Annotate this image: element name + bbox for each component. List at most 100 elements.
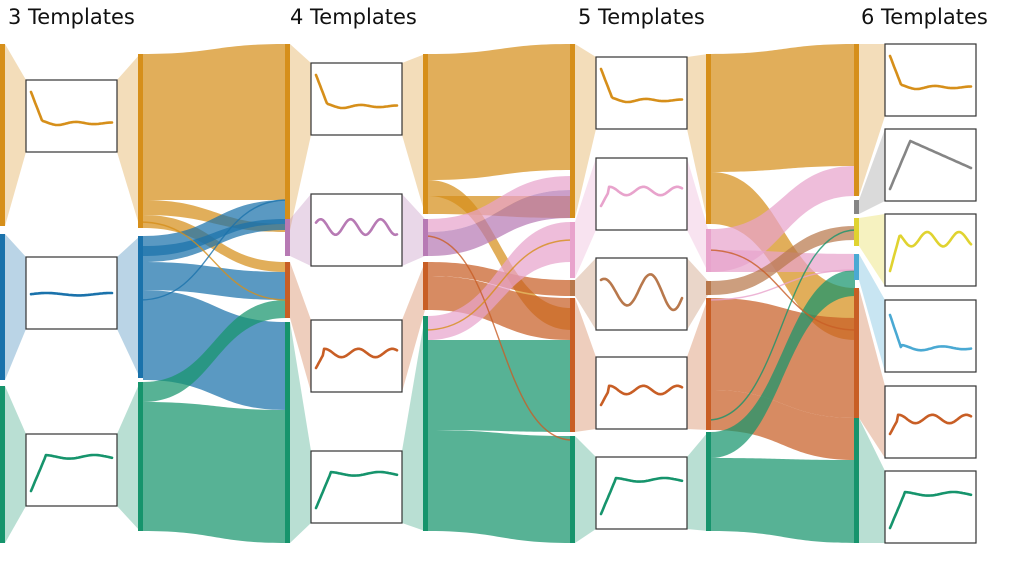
flow-link-2-23 (711, 226, 855, 295)
node-bar-left-2-brown (706, 281, 711, 295)
taper-in-0-blue (5, 234, 26, 380)
template-curve-gold (599, 67, 684, 104)
template-thumbnail-2-green (595, 456, 688, 530)
node-bar-3-green (854, 418, 859, 543)
template-nodes (0, 44, 859, 543)
flow-thread-2 (424, 235, 573, 441)
template-curve-blue (29, 291, 114, 297)
thumbnail-frame (595, 356, 688, 430)
taper-out-2-gold (687, 54, 708, 224)
taper-out-1-purple (402, 194, 425, 266)
flow-link-0-7 (143, 300, 286, 402)
node-bar-1-purple (285, 219, 290, 256)
template-thumbnail-3-yellow (884, 213, 977, 287)
taper-out-1-green (402, 316, 425, 531)
flow-link-0-4 (143, 262, 286, 300)
node-bar-3-gray (854, 200, 859, 214)
flow-thread-3 (424, 239, 573, 331)
node-bar-left-2-green (706, 432, 711, 531)
node-bar-left-1-green (423, 316, 428, 531)
node-bar-3-orange (854, 288, 859, 418)
taper-out-0-gold (117, 54, 140, 228)
column-title-4: 4 Templates (290, 5, 417, 29)
node-bar-left-1-orange (423, 262, 428, 310)
thumbnail-frame (310, 319, 403, 393)
thumbnail-frame (884, 385, 977, 459)
column-title-6: 6 Templates (861, 5, 988, 29)
template-thumbnail-0-blue (25, 256, 118, 330)
flow-link-2-26 (711, 270, 855, 458)
taper-out-2-green (687, 432, 708, 531)
flow-link-1-9 (428, 44, 571, 180)
node-bar-0-blue (0, 234, 5, 380)
node-bar-1-orange (285, 262, 290, 318)
taper-in-3-orange (859, 288, 885, 458)
template-thumbnail-3-gold (884, 43, 977, 117)
thumbnail-frame (595, 257, 688, 331)
thumbnail-frame (310, 193, 403, 267)
flow-thread-5 (707, 249, 857, 331)
template-curve-gold (888, 54, 973, 91)
template-thumbnail-0-gold (25, 79, 118, 153)
thumbnail-frame (884, 213, 977, 287)
template-thumbnail-3-green (884, 470, 977, 544)
node-bar-3-yellow (854, 218, 859, 246)
node-bar-left-0-green (138, 382, 143, 531)
template-thumbnail-1-gold (310, 62, 403, 136)
flow-links (139, 44, 857, 543)
template-thumbnail-3-skyblue (884, 299, 977, 373)
node-bar-1-gold (285, 44, 290, 230)
node-bar-left-0-gold (138, 54, 143, 228)
thumbnail-frame (595, 456, 688, 530)
taper-in-2-pink (575, 158, 596, 278)
flow-link-0-6 (143, 219, 286, 256)
taper-out-0-green (117, 382, 140, 531)
template-curve-orange (314, 347, 399, 370)
node-bar-left-1-gold (423, 54, 428, 214)
template-thumbnail-2-orange (595, 356, 688, 430)
taper-in-3-yellow (859, 214, 885, 286)
template-curve-yellow (888, 230, 973, 273)
node-bar-left-0-blue (138, 236, 143, 378)
taper-in-3-gold (859, 44, 885, 196)
flow-thread-4 (707, 269, 857, 301)
node-tapers (5, 44, 885, 543)
node-bar-0-green (0, 386, 5, 543)
taper-out-0-blue (117, 236, 140, 378)
flow-link-1-16 (428, 222, 571, 340)
template-thumbnail-2-pink (595, 157, 688, 231)
node-bar-2-orange (570, 298, 575, 432)
taper-in-0-gold (5, 44, 26, 226)
flow-link-1-13 (428, 190, 571, 256)
taper-out-2-orange (687, 298, 708, 430)
flow-link-0-8 (143, 402, 286, 543)
node-bar-3-skyblue (854, 254, 859, 280)
template-curve-green (888, 490, 973, 530)
taper-in-3-gray (859, 129, 885, 214)
taper-in-1-gold (290, 44, 311, 230)
taper-in-1-orange (290, 262, 311, 392)
node-bar-2-brown (570, 280, 575, 296)
node-bar-left-1-purple (423, 219, 428, 256)
node-bar-2-gold (570, 44, 575, 218)
taper-in-3-skyblue (859, 254, 885, 372)
template-thumbnail-2-brown (595, 257, 688, 331)
template-curve-pink (599, 185, 684, 208)
node-bar-1-green (285, 322, 290, 543)
taper-in-0-green (5, 386, 26, 543)
node-bar-2-green (570, 436, 575, 543)
template-curve-skyblue (888, 313, 973, 352)
column-title-3: 3 Templates (8, 5, 135, 29)
column-titles: 3 Templates 4 Templates 5 Templates 6 Te… (8, 5, 988, 29)
taper-out-1-gold (402, 54, 425, 214)
template-thumbnail-3-gray (884, 128, 977, 202)
flow-thread-1 (139, 199, 288, 301)
flow-link-1-17 (428, 340, 571, 432)
template-curve-brown (599, 273, 684, 312)
flow-link-0-0 (143, 44, 286, 200)
template-curve-green (29, 453, 114, 493)
template-thumbnail-2-gold (595, 56, 688, 130)
template-curve-purple (314, 217, 399, 237)
template-curve-gray (888, 139, 973, 191)
